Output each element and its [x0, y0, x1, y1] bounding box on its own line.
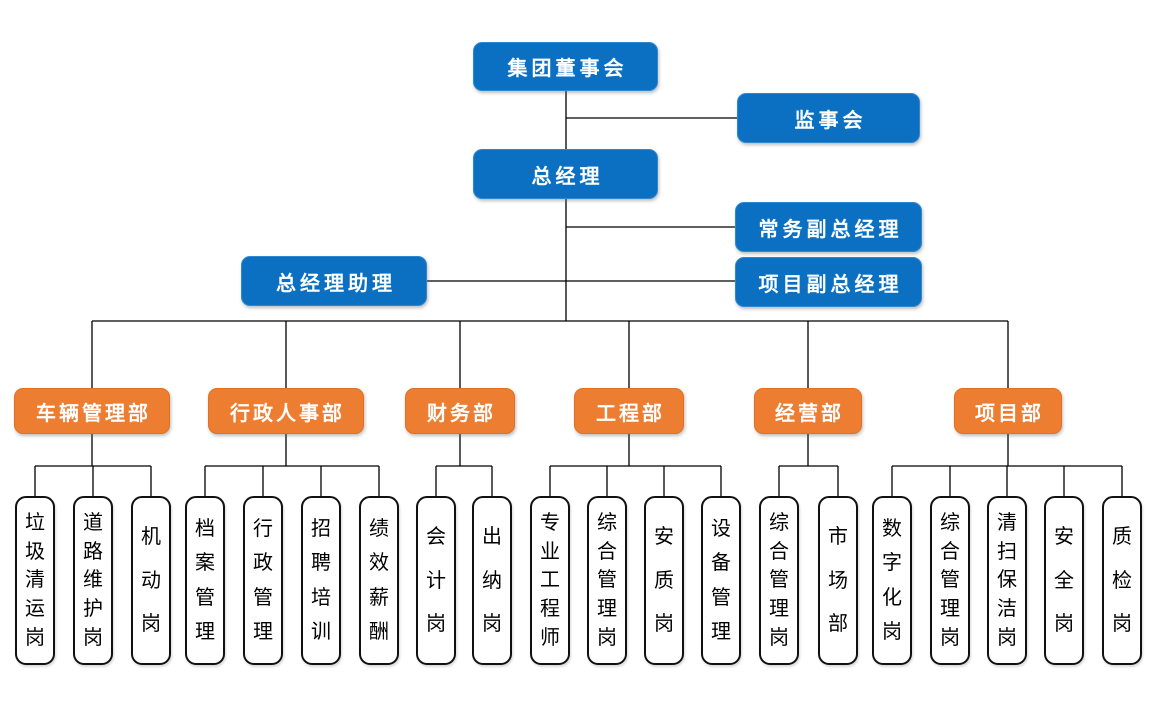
node-general-manager: 总经理 [473, 149, 658, 199]
position-box: 绩效薪酬 [359, 496, 399, 665]
position-box: 综合管理岗 [759, 496, 799, 665]
position-box: 招聘培训 [301, 496, 341, 665]
position-box: 设备管理 [701, 496, 741, 665]
position-box: 市场部 [818, 496, 858, 665]
position-box: 综合管理岗 [587, 496, 627, 665]
node-supervisory-board: 监事会 [737, 93, 920, 143]
position-box: 清扫保洁岗 [987, 496, 1027, 665]
department-box: 财务部 [405, 388, 515, 434]
position-box: 综合管理岗 [930, 496, 970, 665]
node-group-board: 集团董事会 [473, 42, 658, 91]
position-box: 安质岗 [644, 496, 684, 665]
node-project-deputy-gm: 项目副总经理 [735, 257, 922, 307]
node-gm-assistant: 总经理助理 [241, 256, 427, 306]
node-executive-deputy-gm: 常务副总经理 [735, 202, 922, 252]
position-box: 质检岗 [1102, 496, 1142, 665]
position-box: 道路维护岗 [73, 496, 113, 665]
department-box: 工程部 [574, 388, 684, 434]
position-box: 安全岗 [1044, 496, 1084, 665]
position-box: 出纳岗 [472, 496, 512, 665]
department-box: 项目部 [954, 388, 1062, 434]
position-box: 数字化岗 [872, 496, 912, 665]
position-box: 专业工程师 [530, 496, 570, 665]
position-box: 档案管理 [185, 496, 225, 665]
department-box: 行政人事部 [208, 388, 364, 434]
position-box: 垃圾清运岗 [15, 496, 55, 665]
position-box: 行政管理 [243, 496, 283, 665]
department-box: 车辆管理部 [14, 388, 170, 434]
position-box: 会计岗 [416, 496, 456, 665]
department-box: 经营部 [754, 388, 862, 434]
position-box: 机动岗 [131, 496, 171, 665]
